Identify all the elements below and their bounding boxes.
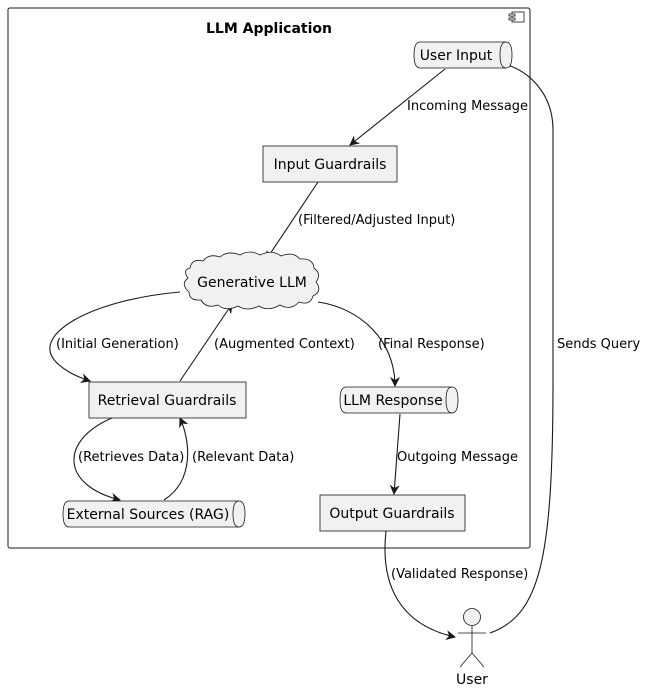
edge-incoming-message: [349, 68, 446, 146]
label-sends-query: Sends Query: [557, 337, 640, 352]
input-guardrails-box: Input Guardrails: [262, 145, 398, 183]
label-final-response: (Final Response): [378, 337, 485, 352]
output-guardrails-box: Output Guardrails: [319, 494, 466, 532]
user-input-label: User Input: [420, 48, 493, 64]
external-sources-label: External Sources (RAG): [67, 507, 230, 523]
llm-response-queue: LLM Response: [339, 386, 459, 414]
user-actor-icon: [458, 608, 486, 668]
edge-filtered-input: [265, 181, 319, 261]
external-sources-queue: External Sources (RAG): [62, 500, 246, 528]
edges: [49, 58, 554, 640]
edge-outgoing-message: [389, 413, 401, 495]
user-input-queue: User Input: [413, 41, 513, 69]
edge-retrieves-data: [73, 417, 121, 503]
edge-initial-generation: [49, 291, 181, 383]
label-outgoing-message: Outgoing Message: [397, 450, 518, 465]
edge-augmented-context: [179, 303, 233, 382]
label-filtered-input: (Filtered/Adjusted Input): [298, 213, 455, 228]
label-retrieves-data: (Retrieves Data): [78, 450, 184, 465]
retrieval-guardrails-label: Retrieval Guardrails: [98, 393, 237, 409]
output-guardrails-label: Output Guardrails: [329, 506, 454, 522]
label-validated-response: (Validated Response): [391, 567, 528, 582]
component-icon: [508, 11, 525, 23]
edge-relevant-data: [163, 417, 189, 501]
input-guardrails-label: Input Guardrails: [274, 157, 387, 173]
llm-response-label: LLM Response: [343, 393, 442, 409]
edge-validated-response: [384, 530, 456, 640]
edge-labels: Incoming Message (Filtered/Adjusted Inpu…: [56, 99, 640, 582]
user-label: User: [456, 672, 488, 688]
retrieval-guardrails-box: Retrieval Guardrails: [88, 381, 247, 419]
label-relevant-data: (Relevant Data): [192, 450, 294, 465]
label-incoming-message: Incoming Message: [407, 99, 528, 114]
edge-sends-query: [489, 58, 554, 634]
generative-llm-label: Generative LLM: [197, 275, 307, 291]
component-title: LLM Application: [206, 21, 332, 37]
edge-final-response: [317, 301, 400, 387]
generative-llm-cloud: Generative LLM: [183, 251, 320, 310]
label-initial-generation: (Initial Generation): [56, 337, 179, 352]
label-augmented-context: (Augmented Context): [214, 337, 355, 352]
